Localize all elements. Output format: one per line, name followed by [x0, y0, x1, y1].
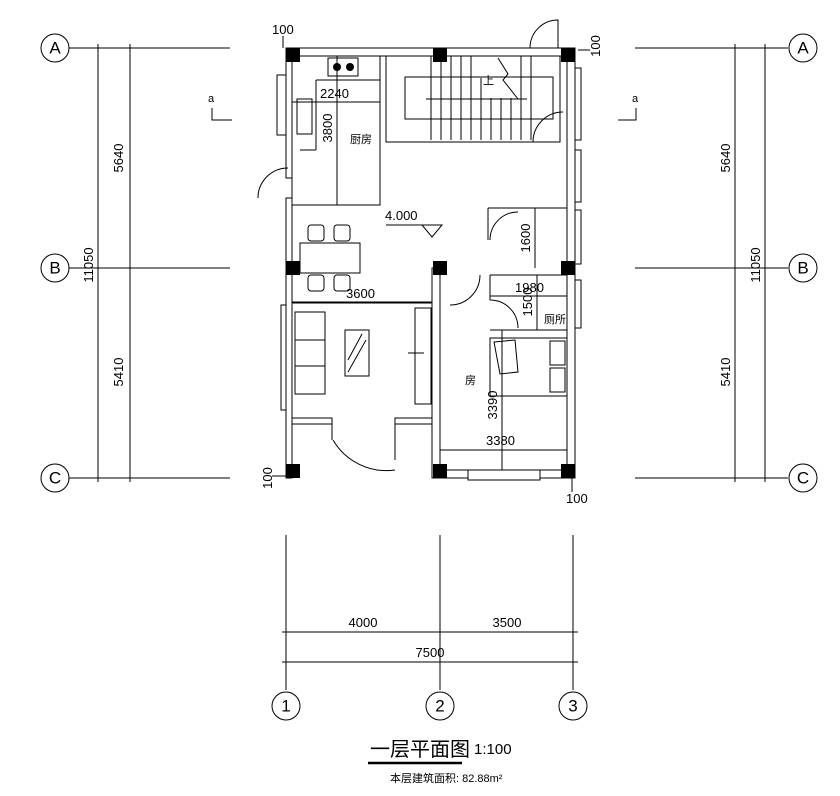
- bedroom-width: 3380: [486, 433, 515, 448]
- dim-left-top: 5640: [111, 144, 126, 173]
- floor-elevation: 4.000: [385, 208, 418, 223]
- drawing-title-block: 一层平面图 1:100 本层建筑面积: 82.88m²: [368, 739, 512, 785]
- grid-bubble-a-right: A: [797, 39, 809, 58]
- offset-bottom-right: 100: [566, 491, 588, 506]
- bedroom-depth: 3390: [485, 391, 500, 420]
- dim-bottom-total: 7500: [416, 645, 445, 660]
- offset-bottom-left: 100: [260, 467, 275, 489]
- grid-bubble-a-left: A: [49, 39, 61, 58]
- section-mark-left: a: [208, 93, 215, 105]
- living-dim: 3600: [346, 286, 375, 301]
- toilet-depth: 1500: [520, 288, 535, 317]
- dim-right-bottom: 5410: [718, 358, 733, 387]
- grid-bubble-1: 1: [281, 697, 290, 716]
- left-axis-dimensions: 5640 5410 11050 A B C a: [40, 33, 232, 493]
- stair-treads: [430, 56, 532, 140]
- stair-up-label: 上: [483, 74, 494, 87]
- section-mark-right: a: [632, 93, 639, 105]
- interior-dimensions: 2240 3800 厨房 4.000 1600 3600 1980 1500 厕…: [260, 22, 603, 506]
- offset-top-left: 100: [272, 22, 294, 37]
- structural-columns: [286, 48, 575, 478]
- dim-left-bottom: 5410: [111, 358, 126, 387]
- dim-bottom-right: 3500: [493, 615, 522, 630]
- grid-bubble-b-right: B: [797, 259, 808, 278]
- kitchen-label: 厨房: [350, 133, 372, 146]
- hall-dim: 1600: [518, 224, 533, 253]
- kitchen-depth: 3800: [320, 114, 335, 143]
- drawing-title: 一层平面图: [370, 739, 470, 761]
- bottom-axis-dimensions: 4000 3500 7500 1 2 3: [271, 535, 588, 721]
- drawing-scale: 1:100: [474, 741, 512, 758]
- grid-bubble-b-left: B: [49, 259, 60, 278]
- grid-bubble-c-left: C: [49, 469, 61, 488]
- bedroom-label: 房: [465, 374, 476, 387]
- kitchen-width: 2240: [320, 86, 349, 101]
- dim-left-total: 11050: [81, 247, 96, 282]
- dim-right-top: 5640: [718, 144, 733, 173]
- dim-bottom-left: 4000: [349, 615, 378, 630]
- right-axis-dimensions: 5640 5410 11050 A B C a: [618, 33, 818, 493]
- dim-right-total: 11050: [748, 247, 763, 282]
- grid-bubble-c-right: C: [797, 469, 809, 488]
- grid-bubble-2: 2: [435, 697, 444, 716]
- floor-area: 本层建筑面积: 82.88m²: [390, 771, 503, 785]
- toilet-label: 厕所: [544, 313, 566, 326]
- building-walls: 上: [257, 19, 582, 481]
- offset-top-right: 100: [588, 35, 603, 57]
- grid-bubble-3: 3: [568, 697, 577, 716]
